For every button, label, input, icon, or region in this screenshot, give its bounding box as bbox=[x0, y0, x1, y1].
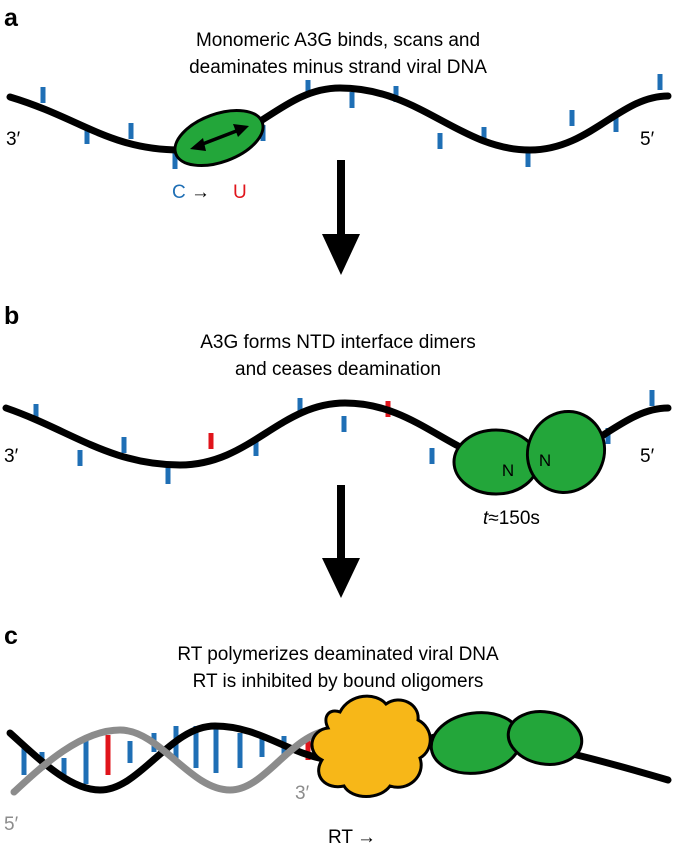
ntd-label-1: N bbox=[502, 461, 514, 480]
panel-b-5prime-label: 5′ bbox=[640, 446, 655, 467]
dwell-time-symbol: t bbox=[483, 508, 489, 529]
rt-direction-arrow: → bbox=[357, 827, 376, 848]
panel-a: a Monomeric A3G binds, scans and deamina… bbox=[4, 4, 672, 203]
panel-c-caption-line1: RT polymerizes deaminated viral DNA bbox=[177, 644, 499, 665]
minus-strand-dna bbox=[6, 84, 672, 154]
a3g-oligomer-subunit-2 bbox=[506, 710, 584, 766]
dwell-time-label: t≈150s bbox=[483, 508, 540, 529]
plus-strand-dna bbox=[10, 726, 334, 796]
panel-c-caption-line2: RT is inhibited by bound oligomers bbox=[193, 671, 484, 692]
panel-c-3prime-label: 3′ bbox=[295, 783, 310, 804]
panel-a-caption-line2: deaminates minus strand viral DNA bbox=[189, 57, 487, 78]
a3g-subunit-1 bbox=[452, 428, 540, 496]
panel-c-5prime-label: 5′ bbox=[4, 814, 19, 835]
panel-c-letter: c bbox=[4, 622, 18, 650]
panel-a-5prime-label: 5′ bbox=[640, 129, 655, 150]
rt-label: RT bbox=[328, 827, 353, 848]
panel-b-caption-line1: A3G forms NTD interface dimers bbox=[200, 332, 476, 353]
dwell-time-value: ≈150s bbox=[488, 508, 540, 529]
panel-b-letter: b bbox=[4, 302, 19, 330]
rt-direction-label: RT→ bbox=[328, 827, 376, 848]
panel-a-caption-line1: Monomeric A3G binds, scans and bbox=[196, 30, 480, 51]
panel-c: c RT polymerizes deaminated viral DNA RT… bbox=[4, 622, 672, 848]
c-to-u-conversion-label: C → U bbox=[172, 182, 247, 203]
down-arrow-icon bbox=[322, 485, 360, 598]
a3g-monomer bbox=[173, 109, 265, 167]
panel-b-3prime-label: 3′ bbox=[4, 446, 19, 467]
a3g-subunit-2 bbox=[525, 410, 607, 494]
reverse-transcriptase bbox=[310, 694, 432, 798]
conversion-c: C bbox=[172, 182, 186, 203]
conversion-arrow: → bbox=[191, 182, 210, 203]
conversion-u: U bbox=[233, 182, 247, 203]
double-headed-arrow-icon bbox=[190, 124, 249, 151]
base-pair-rungs bbox=[21, 726, 311, 784]
panel-a-3prime-label: 3′ bbox=[6, 129, 21, 150]
a3g-ntd-dimer: N N bbox=[452, 410, 607, 496]
panel-b: b A3G forms NTD interface dimers and cea… bbox=[2, 302, 672, 529]
panel-a-letter: a bbox=[4, 4, 19, 32]
a3g-oligomer bbox=[429, 710, 584, 775]
ntd-label-2: N bbox=[539, 451, 551, 470]
panel-b-caption-line2: and ceases deamination bbox=[235, 359, 441, 380]
rt-blob bbox=[310, 694, 432, 798]
down-arrow-icon bbox=[322, 160, 360, 275]
